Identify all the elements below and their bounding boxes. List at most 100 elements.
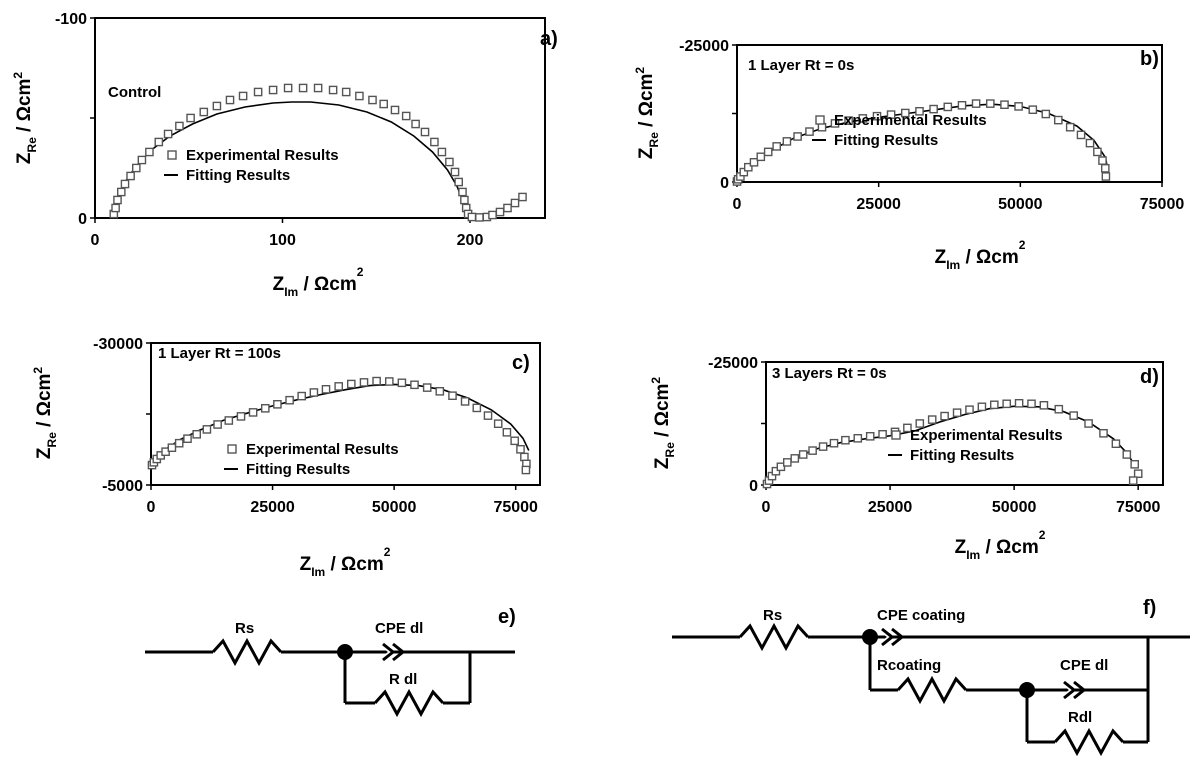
experimental-point xyxy=(1054,404,1064,414)
legend-label-experimental: Experimental Results xyxy=(910,427,1063,444)
y-axis-label: ZRe / Ωcm2 xyxy=(649,377,677,469)
x-tick-label: 0 xyxy=(762,499,771,516)
experimental-point xyxy=(503,203,512,213)
cpe-symbol xyxy=(392,642,406,662)
experimental-point xyxy=(460,195,469,205)
experimental-point xyxy=(1122,450,1132,459)
y-tick-label: -5000 xyxy=(102,478,143,495)
panel-annotation: 1 Layer Rt = 0s xyxy=(748,57,854,74)
experimental-point xyxy=(248,408,258,417)
experimental-point xyxy=(390,105,400,115)
experimental-point xyxy=(359,378,369,387)
experimental-point xyxy=(145,147,154,157)
experimental-point xyxy=(510,198,520,208)
experimental-point xyxy=(467,212,477,222)
legend-label-fitting: Fitting Results xyxy=(910,447,1014,464)
experimental-point xyxy=(1041,109,1051,119)
experimental-point xyxy=(886,110,896,119)
experimental-point xyxy=(915,419,925,428)
experimental-point xyxy=(334,382,344,391)
experimental-point xyxy=(965,405,974,415)
experimental-point xyxy=(782,137,792,146)
y-axis-label: ZRe / Ωcm2 xyxy=(633,67,661,159)
y-axis-label: ZRe / Ωcm2 xyxy=(31,367,59,459)
experimental-point xyxy=(445,157,454,167)
experimental-point xyxy=(199,107,209,117)
x-tick-label: 50000 xyxy=(372,499,417,516)
experimental-point xyxy=(957,100,967,110)
x-tick-label: 200 xyxy=(457,232,484,249)
experimental-point xyxy=(502,428,512,437)
experimental-point xyxy=(430,137,439,147)
resistor-rdl xyxy=(1053,727,1125,757)
label-rdl-e: R dl xyxy=(389,671,417,688)
experimental-point xyxy=(872,111,882,121)
experimental-point xyxy=(771,466,781,476)
legend-label-experimental: Experimental Results xyxy=(246,441,399,458)
y-tick-label: 0 xyxy=(749,478,758,495)
experimental-point xyxy=(783,458,792,467)
experimental-point xyxy=(495,207,505,217)
experimental-point xyxy=(126,171,135,181)
experimental-point xyxy=(410,380,419,390)
experimental-point xyxy=(313,83,323,93)
experimental-point xyxy=(1093,147,1102,157)
x-tick-label: 75000 xyxy=(493,499,538,516)
experimental-point xyxy=(273,400,282,409)
experimental-point xyxy=(285,395,294,405)
experimental-point xyxy=(829,438,839,448)
cpe-symbol xyxy=(382,642,396,662)
experimental-point xyxy=(1084,419,1093,428)
experimental-point xyxy=(236,412,246,421)
legend-label-fitting: Fitting Results xyxy=(186,167,290,184)
legend-marker-experimental xyxy=(891,430,901,440)
resistor-rdl xyxy=(373,688,445,718)
resistor-rs xyxy=(738,622,810,652)
x-axis-label: ZIm / Ωcm2 xyxy=(300,545,391,579)
cpe-symbol xyxy=(1073,680,1087,700)
experimental-point xyxy=(510,436,520,446)
legend-label-fitting: Fitting Results xyxy=(246,461,350,478)
experimental-point xyxy=(213,420,222,429)
experimental-point xyxy=(154,137,164,147)
experimental-point xyxy=(420,127,430,137)
experimental-point xyxy=(798,450,808,459)
experimental-point xyxy=(355,91,364,101)
label-rs-e: Rs xyxy=(235,620,254,637)
experimental-point xyxy=(493,419,503,429)
experimental-point xyxy=(516,445,525,454)
legend-marker-experimental xyxy=(227,444,237,454)
legend-label-experimental: Experimental Results xyxy=(186,147,339,164)
experimental-point xyxy=(1027,399,1036,409)
label-rcoating: Rcoating xyxy=(877,657,941,674)
panel-annotation: Control xyxy=(108,84,161,101)
panel-label-e: e) xyxy=(498,606,516,628)
experimental-point xyxy=(990,400,999,410)
experimental-point xyxy=(901,108,910,118)
experimental-point xyxy=(437,147,447,157)
y-tick-label: -25000 xyxy=(708,355,758,372)
experimental-point xyxy=(347,379,356,389)
experimental-point xyxy=(120,179,130,189)
experimental-point xyxy=(865,432,875,441)
experimental-point xyxy=(830,119,840,128)
experimental-point xyxy=(435,387,445,396)
experimental-point xyxy=(903,423,912,433)
experimental-point xyxy=(1085,138,1095,148)
experimental-point xyxy=(341,87,351,97)
x-tick-label: 0 xyxy=(147,499,156,516)
label-cpe-dl-e: CPE dl xyxy=(375,620,423,637)
experimental-point xyxy=(818,442,828,451)
experimental-point xyxy=(224,416,234,425)
experimental-point xyxy=(986,99,995,108)
experimental-point xyxy=(422,383,432,392)
experimental-point xyxy=(137,155,147,165)
cpe-symbol xyxy=(1063,680,1077,700)
panel-annotation: 1 Layer Rt = 100s xyxy=(158,345,281,362)
cpe-symbol xyxy=(891,627,905,647)
experimental-point xyxy=(488,210,497,220)
experimental-point xyxy=(328,85,338,95)
experimental-point xyxy=(1099,429,1108,438)
experimental-point xyxy=(379,99,389,109)
